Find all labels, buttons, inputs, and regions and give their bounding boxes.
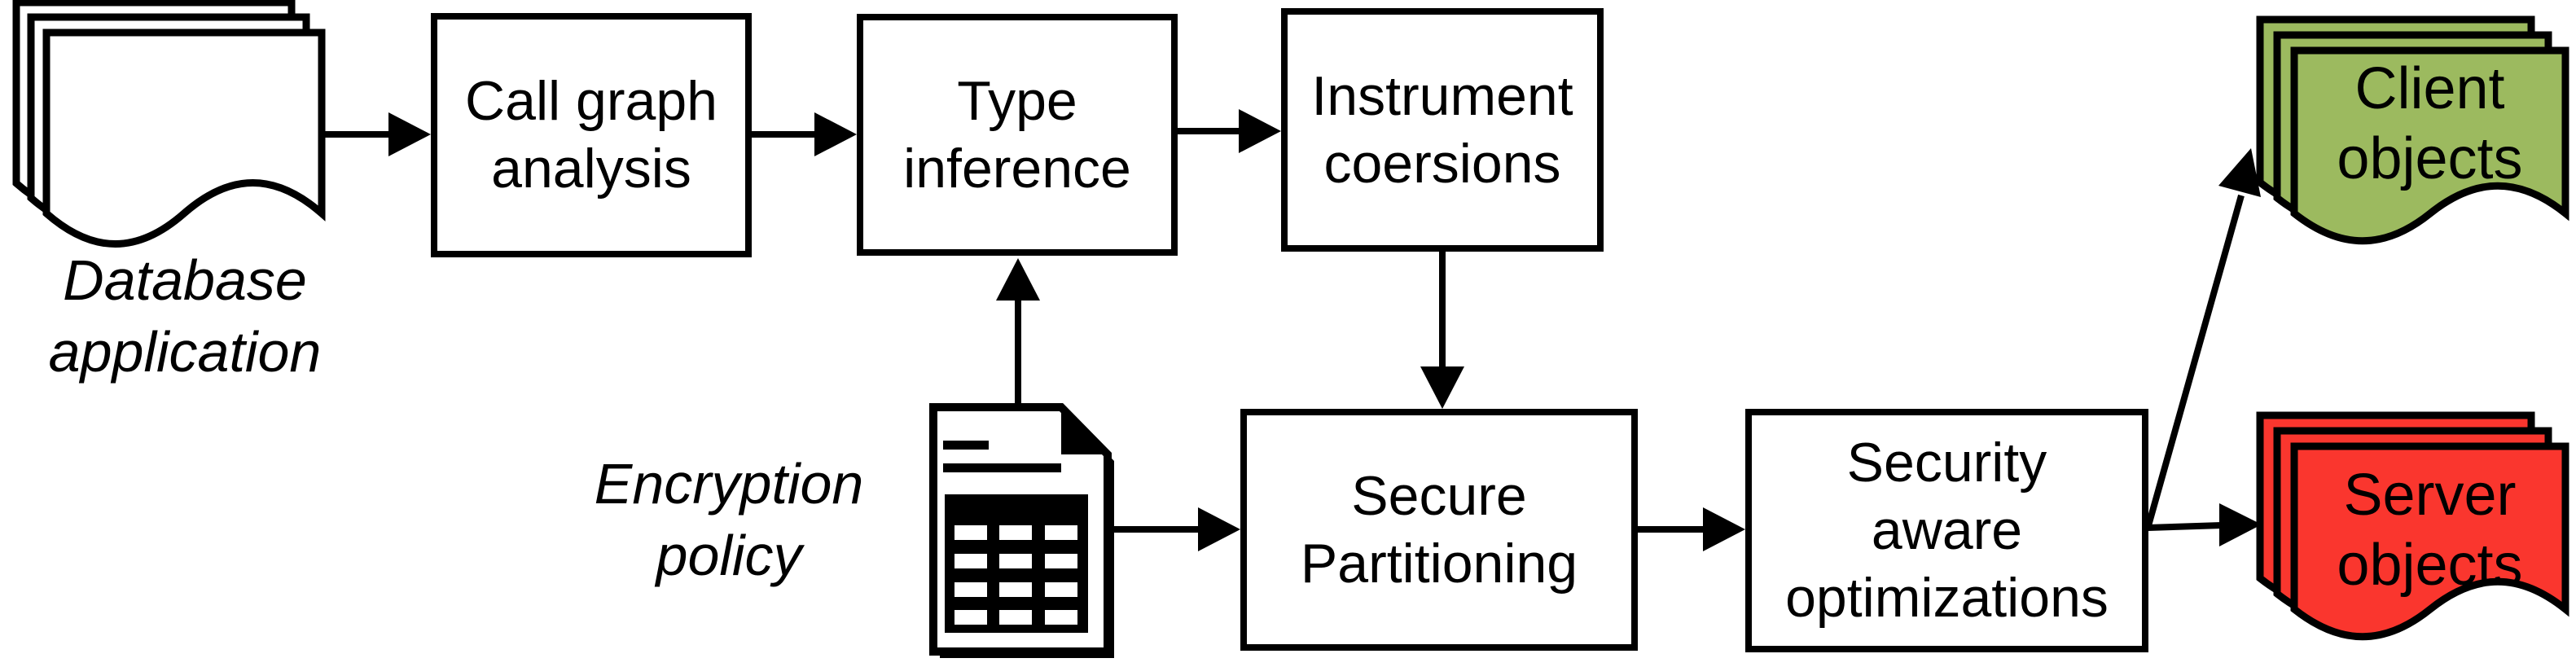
arrow-security-opt-to-client-objects: [2144, 148, 2261, 530]
box-label-line: Partitioning: [1300, 532, 1578, 595]
arrow-security-opt-to-server-objects: [2147, 503, 2262, 546]
arrow-database-to-call-graph: [323, 112, 431, 156]
box-label-line: analysis: [491, 138, 691, 200]
process-box-secure-partitioning: Secure Partitioning: [1240, 409, 1638, 651]
folded-corner: [1061, 407, 1108, 454]
label-line: Encryption: [594, 452, 864, 516]
label-line: Server: [2343, 463, 2517, 528]
box-label-line: Type: [957, 69, 1077, 132]
label-line: application: [48, 320, 322, 384]
label-line: Client: [2354, 56, 2505, 121]
label-line: objects: [2337, 126, 2523, 191]
server-objects-documents-icon: [2256, 411, 2569, 641]
box-label-line: Secure: [1351, 464, 1527, 527]
encryption-policy-document-icon: [929, 403, 1114, 658]
box-label-line: Instrument: [1311, 64, 1573, 127]
arrow-policy-to-type-inference: [996, 258, 1040, 406]
arrow-secure-partitioning-to-security-opt: [1637, 507, 1745, 551]
database-application-label: Database application: [14, 244, 356, 388]
text-line-long: [943, 463, 1061, 472]
document-page-front: [2290, 442, 2569, 641]
process-box-security-aware-optimizations: Security aware optimizations: [1745, 409, 2148, 652]
encryption-policy-label: Encryption policy: [550, 448, 908, 591]
box-label-line: inference: [903, 137, 1131, 200]
text-line-short: [943, 441, 989, 450]
policy-table: [945, 494, 1088, 633]
document-page-front: [2290, 46, 2569, 245]
arrow-call-graph-to-type-inference: [751, 112, 857, 156]
process-box-call-graph-analysis: Call graph analysis: [431, 13, 752, 257]
server-objects-label: Server objects: [2294, 460, 2565, 600]
process-box-instrument-coersions: Instrument coersions: [1281, 8, 1604, 252]
box-label-line: optimizations: [1785, 567, 2109, 629]
box-label-line: aware: [1871, 499, 2023, 561]
arrow-instrument-to-secure-partitioning: [1420, 251, 1464, 409]
box-label-line: Security: [1846, 432, 2047, 494]
box-label-line: Call graph: [465, 70, 718, 132]
label-line: Database: [63, 248, 307, 312]
arrow-type-inference-to-instrument: [1177, 109, 1281, 153]
database-application-documents-icon: [12, 0, 326, 248]
client-objects-documents-icon: [2256, 15, 2569, 245]
label-line: objects: [2337, 533, 2523, 598]
arrow-policy-to-secure-partitioning: [1114, 507, 1240, 551]
document-page-front: [42, 29, 326, 248]
process-box-type-inference: Type inference: [857, 14, 1178, 256]
client-objects-label: Client objects: [2294, 54, 2565, 194]
box-label-line: coersions: [1323, 132, 1561, 195]
flow-arrows: [323, 109, 2262, 551]
label-line: policy: [656, 524, 802, 587]
